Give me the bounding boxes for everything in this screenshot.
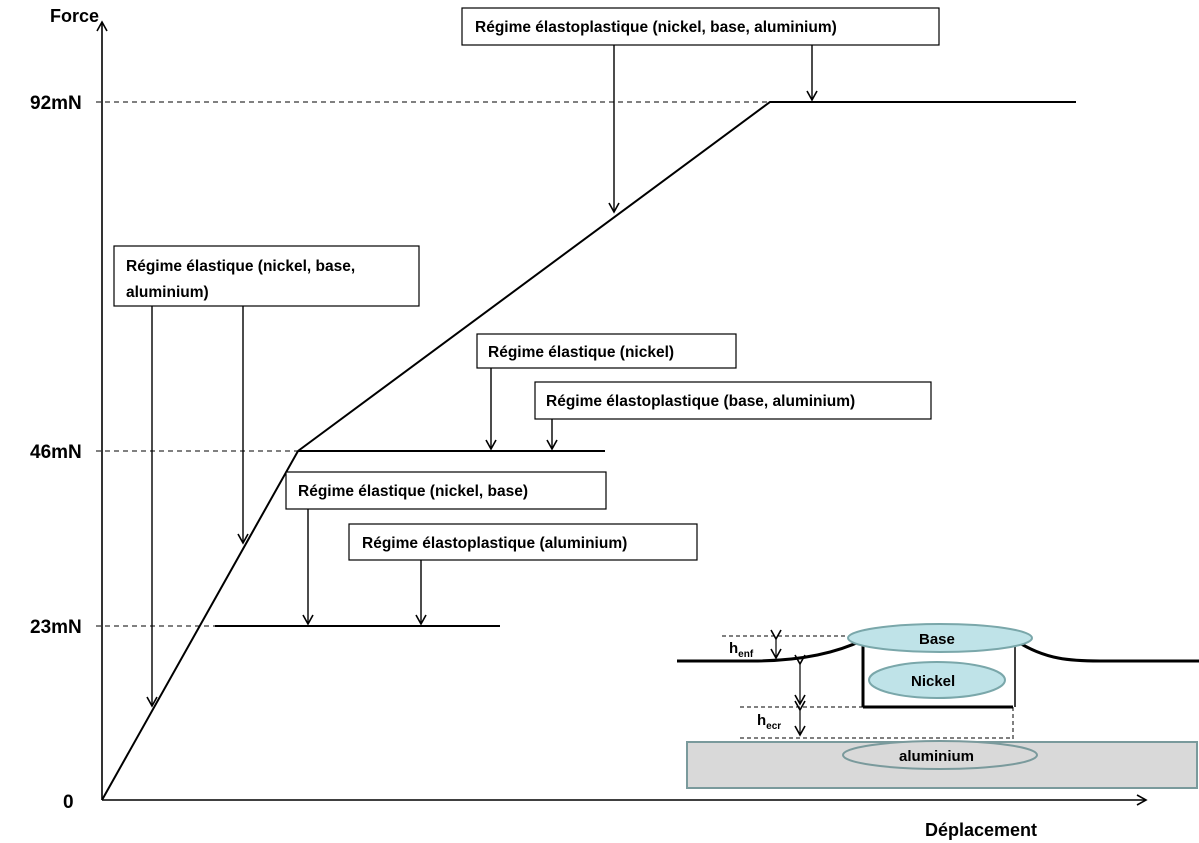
- nickel-label: Nickel: [911, 673, 955, 690]
- y-axis-label: Force: [50, 6, 99, 26]
- aluminium-label: aluminium: [899, 748, 974, 765]
- callout-elastoplastic-aluminium: Régime élastoplastique (aluminium): [362, 535, 627, 552]
- base-ellipse: [847, 623, 1033, 653]
- callout-box-elastoplastic-aluminium: [348, 523, 698, 561]
- callout-elastic-all-line1: Régime élastique (nickel, base,: [126, 258, 355, 275]
- nickel-ellipse: [868, 661, 1006, 699]
- h-ecr-label: hecr: [757, 712, 781, 732]
- callout-box-elastoplastic-all: [461, 7, 940, 46]
- origin-label: 0: [63, 792, 74, 813]
- surface-right: [1014, 638, 1199, 663]
- force-level-92: 92mN: [30, 93, 82, 114]
- callout-box-elastoplastic-base-aluminium: [534, 381, 932, 420]
- callout-elastoplastic-base-aluminium: Régime élastoplastique (base, aluminium): [546, 393, 855, 410]
- callout-elastoplastic-all: Régime élastoplastique (nickel, base, al…: [475, 19, 837, 36]
- load-curve: [101, 101, 1076, 801]
- aluminium-ellipse: [842, 740, 1038, 770]
- callout-elastic-all-line2: aluminium): [126, 284, 209, 301]
- force-level-23: 23mN: [30, 617, 82, 638]
- h-enf-label: henf: [729, 640, 754, 660]
- callout-box-elastic-nickel-base: [285, 471, 607, 510]
- callout-box-elastic-all: [113, 245, 420, 307]
- indentation-inset: aluminium henf hecr Base Nickel: [677, 623, 1199, 789]
- base-label: Base: [919, 631, 955, 648]
- callout-elastic-nickel: Régime élastique (nickel): [488, 344, 674, 361]
- force-level-46: 46mN: [30, 442, 82, 463]
- callout-elastic-nickel-base: Régime élastique (nickel, base): [298, 483, 528, 500]
- surface-left: [677, 638, 864, 663]
- callout-box-elastic-nickel: [476, 333, 737, 369]
- x-axis-label: Déplacement: [925, 820, 1037, 840]
